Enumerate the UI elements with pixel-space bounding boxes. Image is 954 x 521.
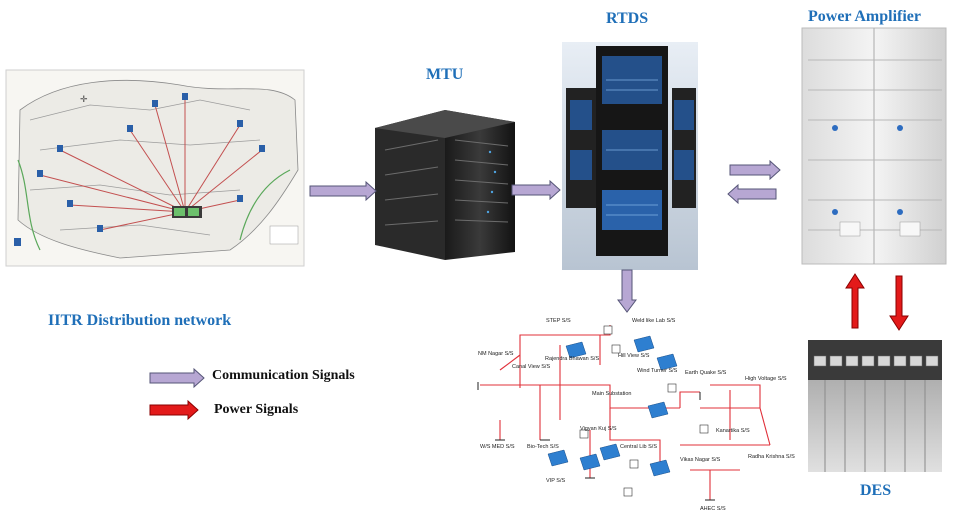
power-amplifier-image: [801, 27, 947, 265]
sld-label: Canal View S/S: [512, 364, 550, 370]
rtds-title: RTDS: [606, 10, 649, 27]
arrow-map-to-mtu: [309, 180, 377, 202]
sld-label: Main Substation: [592, 391, 631, 397]
power-arrow-down: [889, 275, 909, 331]
sld-label: Central Lib S/S: [620, 444, 657, 450]
sld-label: Kanartika S/S: [716, 428, 750, 434]
legend-power-arrow: [149, 399, 199, 421]
legend-power-label: Power Signals: [214, 402, 299, 417]
sld-label: Bio-Tech S/S: [527, 444, 559, 450]
rtds-image: [562, 42, 698, 270]
iitr-network-map: ✛: [5, 69, 305, 267]
single-line-diagram: STEP S/S Weld like Lab S/S NM Nagar S/S …: [477, 318, 795, 512]
sld-label: High Voltage S/S: [745, 376, 787, 382]
sld-label: Radha Krishna S/S: [748, 454, 795, 460]
sld-label: Hill View S/S: [618, 353, 650, 359]
des-image: [808, 340, 942, 472]
sld-label: AHEC S/S: [700, 506, 726, 512]
sld-label: Weld like Lab S/S: [632, 318, 676, 324]
sld-label: W/S MED S/S: [480, 444, 515, 450]
des-title: DES: [860, 482, 892, 499]
mtu-server-image: [375, 110, 515, 260]
arrow-rtds-to-sld: [617, 269, 637, 313]
power-amplifier-title: Power Amplifier: [808, 8, 922, 25]
sld-label: STEP S/S: [546, 318, 571, 324]
arrow-amp-to-rtds: [727, 183, 777, 205]
sld-label: VIP S/S: [546, 478, 565, 484]
sld-label: Vikas Nagar S/S: [680, 457, 721, 463]
arrow-rtds-to-amp: [729, 159, 781, 181]
svg-text:✛: ✛: [80, 94, 88, 104]
sld-label: Wind Turner S/S: [637, 368, 678, 374]
sld-label: Rajendra Bhawan S/S: [545, 356, 599, 362]
legend-communication-label: Communication Signals: [212, 368, 355, 383]
sld-label: Vigyan Kuj S/S: [580, 426, 617, 432]
legend-communication-arrow: [149, 367, 205, 389]
sld-label: Earth Quake S/S: [685, 370, 727, 376]
power-arrow-up: [845, 273, 865, 329]
mtu-title: MTU: [426, 66, 464, 83]
arrow-mtu-to-rtds: [511, 179, 561, 201]
iitr-network-title: IITR Distribution network: [48, 312, 232, 329]
sld-label: NM Nagar S/S: [478, 351, 514, 357]
